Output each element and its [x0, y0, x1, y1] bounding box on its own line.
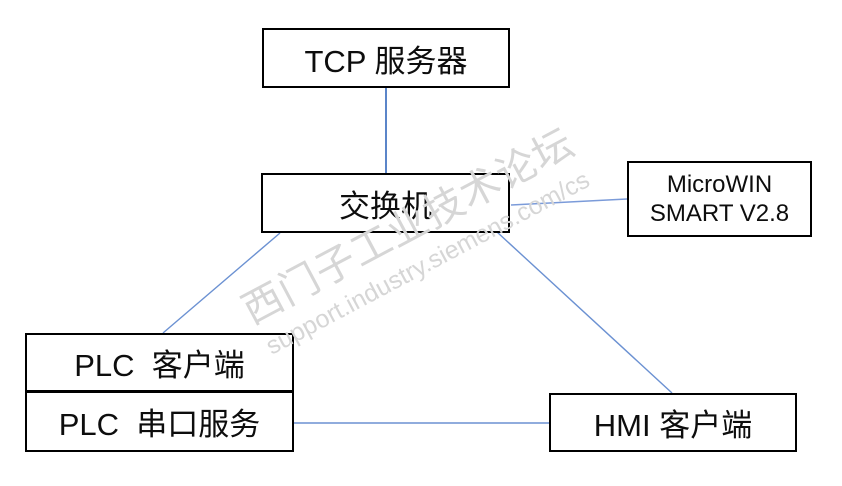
edge-switch-to-microwin — [510, 198, 628, 206]
node-microwin-label-line1: MicroWIN — [666, 171, 773, 198]
node-plc-client: PLC 客户端 — [25, 333, 294, 392]
node-hmi-client-label: HMI 客户端 — [593, 408, 753, 443]
edge-switch-to-hmi-client — [496, 231, 673, 394]
edge-switch-to-plc-client — [162, 232, 281, 334]
node-microwin-smart: MicroWIN SMART V2.8 — [627, 161, 812, 237]
node-switch-label: 交换机 — [339, 188, 432, 224]
node-switch: 交换机 — [261, 173, 510, 233]
node-tcp-server-label: TCP 服务器 — [304, 43, 468, 79]
node-microwin-label-line2: SMART V2.8 — [649, 200, 790, 227]
node-plc-serial-service-label: PLC 串口服务 — [58, 407, 261, 442]
node-tcp-server: TCP 服务器 — [262, 28, 510, 88]
node-hmi-client: HMI 客户端 — [549, 393, 797, 452]
node-plc-serial-service: PLC 串口服务 — [25, 391, 294, 452]
node-plc-client-label: PLC 客户端 — [74, 348, 245, 383]
